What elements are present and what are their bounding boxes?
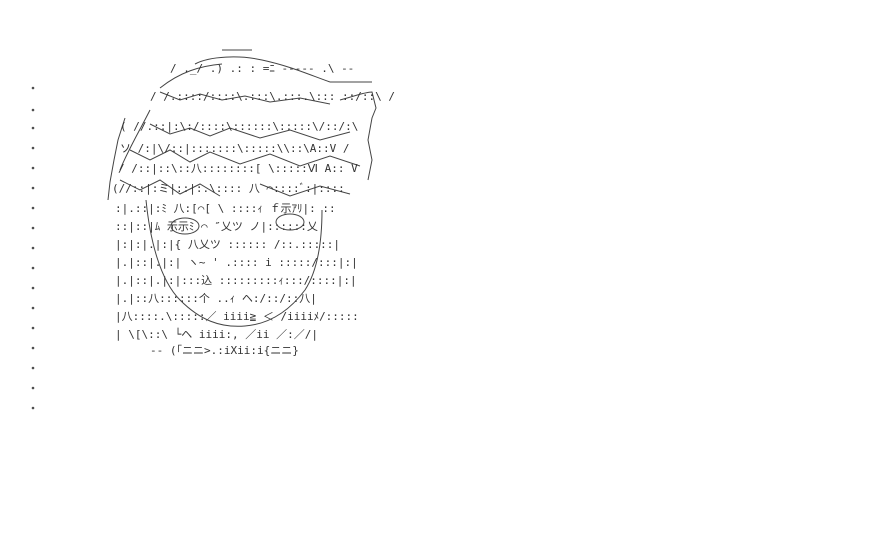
right-eye — [275, 213, 305, 231]
hair-strands — [119, 91, 361, 197]
svg-text:|:|:|.|:|{ 八乂ツ :::::: /::.::::: |:|:|.|:|{ 八乂ツ :::::: /::.:::::| — [115, 238, 340, 251]
svg-text:::|::|ﾑ 示示ﾐ ⌒ ″乂ツ ノ|::::::乂: ::|::|ﾑ 示示ﾐ ⌒ ″乂ツ ノ|::::::乂 — [115, 220, 318, 233]
margin-dots — [31, 86, 35, 410]
svg-text:|八::::.\:::::／ iiii≧ ＜ /iiiiﾒ/: |八::::.\:::::／ iiii≧ ＜ /iiiiﾒ/::::: — [115, 310, 359, 323]
left-eye — [170, 217, 200, 235]
svg-text:|.|::|.|:|:::込 :::::::::ｨ:::/:: |.|::|.|:|:::込 :::::::::ｨ:::/::::|:| — [115, 274, 357, 287]
svg-text:/ /::|::\::八::::::::[ \:::::Ⅵ: / /::|::\::八::::::::[ \:::::Ⅵ A:: V — [118, 162, 358, 175]
svg-text:|.|::八::::::个 ..ｨ ヘ:/::/::八|: |.|::八::::::个 ..ｨ ヘ:/::/::八| — [115, 292, 317, 305]
svg-text:-- (｢ニニ>.:iXii:i{ニニ}: -- (｢ニニ>.:iXii:i{ニニ} — [150, 344, 299, 357]
svg-text:(//::|:ミ|::|:.\:::: 八 ⌒::::ﾞ:|: (//::|:ミ|::|:.\:::: 八 ⌒::::ﾞ:|:::: — [112, 182, 345, 195]
svg-text:( //.::|:\:/::::\::::::\:::::\: ( //.::|:\:/::::\::::::\:::::\/::/:\ — [120, 120, 358, 133]
svg-text:/ /.::::/::::\.:::\.:::.\::: :: / /.::::/::::\.:::\.:::.\::: ::/::\ / — [150, 90, 395, 103]
svg-text:|.|::|.|:| ヽ~ ' .:::: i :::::/: |.|::|.|:| ヽ~ ' .:::: i :::::/:::|:| — [115, 256, 358, 269]
face-outline — [145, 199, 323, 327]
svg-text:ソ /:|\/::|:::::::\:::::\\::\A:: ソ /:|\/::|:::::::\:::::\\::\A::V / — [120, 142, 350, 155]
svg-text::|.::|:ﾐ 八:[⌒[ \ ::::ｨ ｆ示ｱﾘ|:: :|.::|:ﾐ 八:[⌒[ \ ::::ｨ ｆ示ｱﾘ|: :: — [115, 202, 336, 215]
svg-text:/ ._/ .) .: : =ﾆ ----- .\ --: / ._/ .) .: : =ﾆ ----- .\ -- — [170, 62, 354, 75]
svg-text:| \[\::\ └ヘ iiii:, ／ii ／:／/|: | \[\::\ └ヘ iiii:, ／ii ／:／/| — [115, 327, 318, 341]
hair-outline — [107, 49, 377, 201]
